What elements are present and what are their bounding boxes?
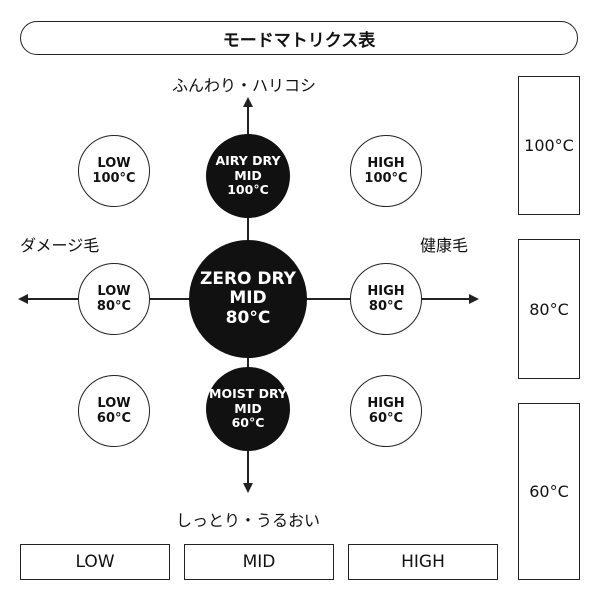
level-legend-label: HIGH xyxy=(401,552,445,572)
mode-temp: 60°C xyxy=(96,411,132,426)
level-legend-label: LOW xyxy=(75,552,115,572)
temp-legend-label: 60°C xyxy=(529,482,569,501)
mode-level: MID xyxy=(234,167,262,183)
mode-name: ZERO DRY xyxy=(200,268,296,289)
mode-temp: 80°C xyxy=(225,307,271,328)
mode-moist-dry: MOIST DRY MID 60°C xyxy=(206,367,290,451)
mode-zero-dry: ZERO DRY MID 80°C xyxy=(189,240,307,358)
mode-temp: 60°C xyxy=(231,415,265,431)
mode-low-80: LOW 80°C xyxy=(78,263,150,335)
axis-label-bottom: しっとり・うるおい xyxy=(176,511,321,530)
mode-low-100: LOW 100°C xyxy=(78,135,150,207)
mode-temp: 80°C xyxy=(368,299,404,314)
arrow-up-icon xyxy=(243,97,253,107)
mode-level: HIGH xyxy=(367,155,405,171)
mode-level: LOW xyxy=(97,395,131,411)
mode-high-100: HIGH 100°C xyxy=(350,135,422,207)
mode-temp: 60°C xyxy=(368,411,404,426)
title-bar: モードマトリクス表 xyxy=(20,21,578,55)
mode-temp: 100°C xyxy=(364,171,408,186)
page-title: モードマトリクス表 xyxy=(222,30,376,51)
mode-name: AIRY DRY xyxy=(215,152,281,168)
mode-name: MOIST DRY xyxy=(209,385,287,401)
mode-level: HIGH xyxy=(367,395,405,411)
arrow-down-icon xyxy=(243,483,253,493)
mode-level: HIGH xyxy=(367,283,405,299)
level-legend-mid: MID xyxy=(184,544,334,580)
mode-temp: 100°C xyxy=(227,182,269,198)
temp-legend-100: 100°C xyxy=(518,76,580,215)
axis-label-right: 健康毛 xyxy=(420,236,469,255)
mode-level: MID xyxy=(234,400,262,416)
temp-legend-label: 80°C xyxy=(529,299,569,319)
level-legend-label: MID xyxy=(242,552,276,572)
mode-temp: 80°C xyxy=(96,299,132,314)
temp-legend-60: 60°C xyxy=(518,403,580,580)
arrow-right-icon xyxy=(469,294,479,304)
mode-level: LOW xyxy=(97,155,131,171)
axis-label-top: ふんわり・ハリコシ xyxy=(172,76,317,95)
mode-temp: 100°C xyxy=(92,171,136,186)
level-legend-high: HIGH xyxy=(348,544,498,580)
mode-level: LOW xyxy=(97,283,131,299)
mode-low-60: LOW 60°C xyxy=(78,375,150,447)
temp-legend-80: 80°C xyxy=(518,239,580,379)
level-legend-low: LOW xyxy=(20,544,170,580)
arrow-left-icon xyxy=(18,294,28,304)
temp-legend-label: 100°C xyxy=(524,136,574,155)
mode-high-80: HIGH 80°C xyxy=(350,263,422,335)
mode-high-60: HIGH 60°C xyxy=(350,375,422,447)
mode-level: MID xyxy=(229,288,267,309)
axis-label-left: ダメージ毛 xyxy=(20,236,100,255)
mode-airy-dry: AIRY DRY MID 100°C xyxy=(206,134,290,218)
